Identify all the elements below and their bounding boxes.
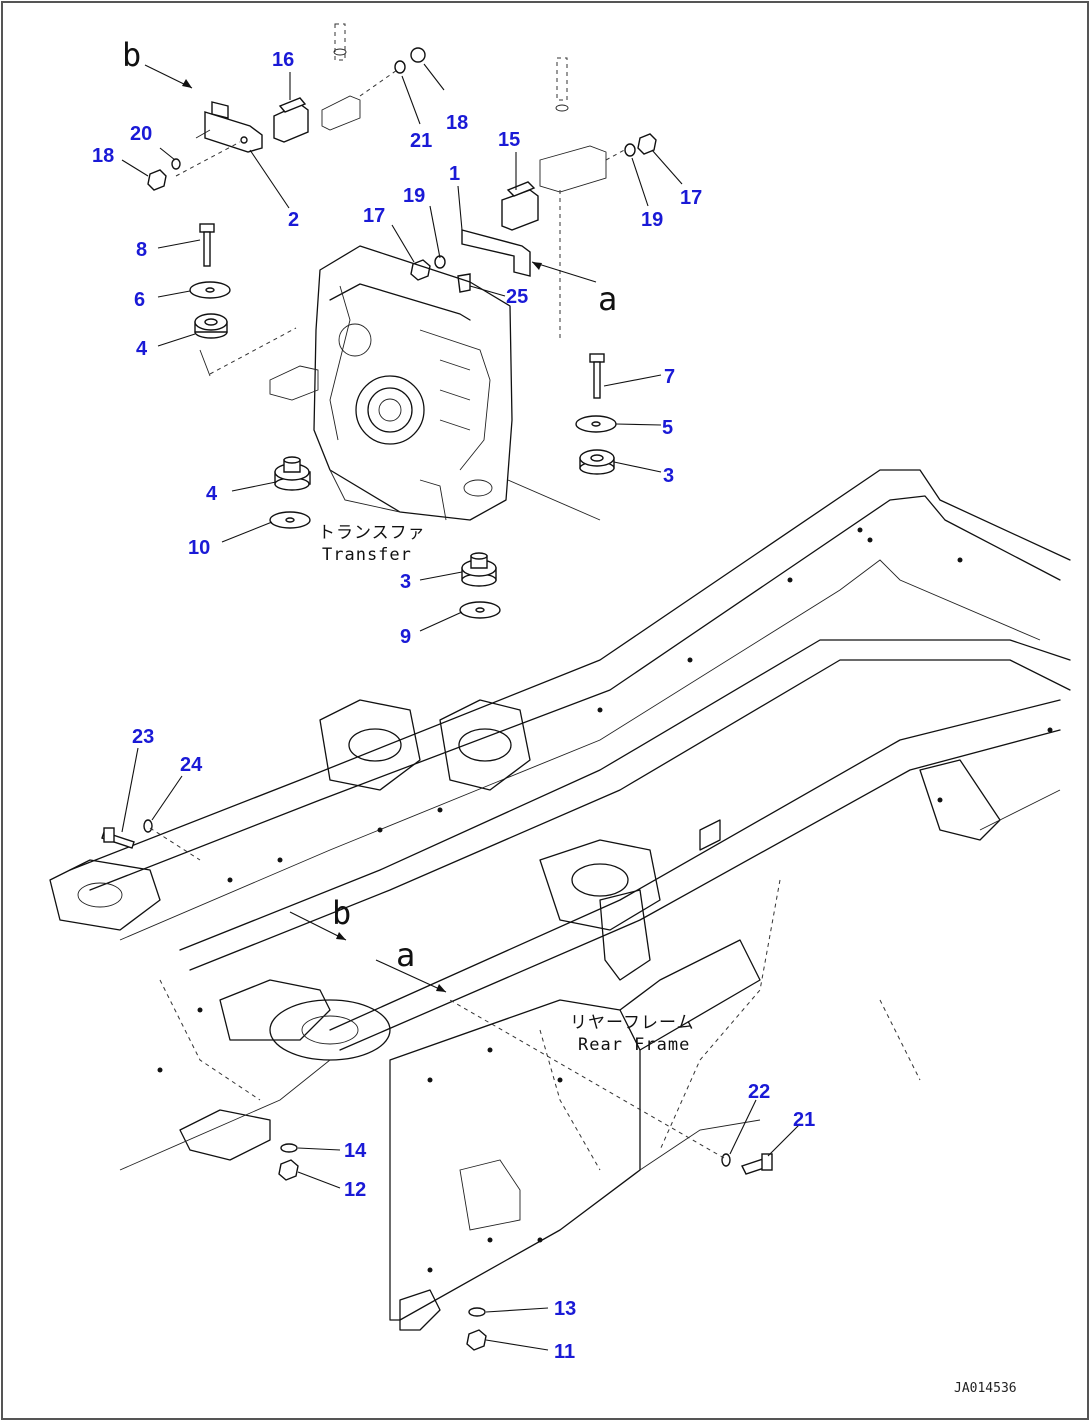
view-marker-a-frame: a bbox=[396, 936, 415, 974]
drawing-code: JA014536 bbox=[954, 1381, 1017, 1396]
view-marker-a-top: a bbox=[598, 280, 617, 318]
callout-14: 14 bbox=[344, 1140, 367, 1162]
callout-16: 16 bbox=[272, 49, 294, 71]
view-marker-b-frame: b bbox=[332, 894, 351, 932]
callout-21: 21 bbox=[793, 1109, 815, 1131]
transfer-label-en: Transfer bbox=[322, 545, 412, 565]
callout-3-lower: 3 bbox=[400, 571, 411, 593]
callout-13: 13 bbox=[554, 1298, 576, 1320]
rear-frame-label-en: Rear Frame bbox=[578, 1035, 690, 1055]
bracket-assembly-right bbox=[410, 57, 657, 340]
callout-25: 25 bbox=[506, 286, 528, 308]
callout-11: 11 bbox=[554, 1341, 575, 1363]
text-labels: トランスファ Transfer リヤーフレーム Rear Frame JA014… bbox=[318, 523, 1017, 1396]
bracket-assembly-left bbox=[144, 23, 426, 191]
callout-6: 6 bbox=[134, 289, 145, 311]
callout-19-center: 19 bbox=[403, 185, 425, 207]
callout-2: 2 bbox=[288, 209, 299, 231]
callout-numbers: 16 20 18 2 18 21 15 1 19 17 19 17 8 25 6… bbox=[92, 49, 815, 1363]
callout-5: 5 bbox=[662, 417, 673, 439]
view-marker-b-top: b bbox=[122, 36, 141, 74]
callout-4-upper: 4 bbox=[136, 338, 148, 360]
callout-9: 9 bbox=[400, 626, 411, 648]
callout-8: 8 bbox=[136, 239, 147, 261]
callout-19-right: 19 bbox=[641, 209, 663, 231]
transfer-label-jp: トランスファ bbox=[318, 523, 426, 543]
transfer-case bbox=[199, 245, 601, 521]
callout-15: 15 bbox=[498, 129, 520, 151]
callout-18-left: 18 bbox=[92, 145, 114, 167]
view-markers: b a b a bbox=[122, 36, 617, 974]
callout-12: 12 bbox=[344, 1179, 366, 1201]
rear-frame-label-jp: リヤーフレーム bbox=[570, 1013, 694, 1033]
callout-20-left: 20 bbox=[130, 123, 152, 145]
callout-22: 22 bbox=[748, 1081, 770, 1103]
leader-lines bbox=[121, 63, 801, 1351]
callout-1: 1 bbox=[449, 163, 460, 185]
callout-7: 7 bbox=[664, 366, 675, 388]
callout-24: 24 bbox=[180, 754, 203, 776]
callout-20-right: 21 bbox=[410, 130, 432, 152]
rear-frame bbox=[49, 469, 1071, 1351]
callout-4-lower: 4 bbox=[206, 483, 218, 505]
callout-23: 23 bbox=[132, 726, 154, 748]
callout-17-center: 17 bbox=[363, 205, 385, 227]
callout-17-right: 17 bbox=[680, 187, 702, 209]
callout-3-upper: 3 bbox=[663, 465, 674, 487]
callout-10: 10 bbox=[188, 537, 210, 559]
mount-parts bbox=[189, 223, 617, 619]
callout-18-right: 18 bbox=[446, 112, 468, 134]
